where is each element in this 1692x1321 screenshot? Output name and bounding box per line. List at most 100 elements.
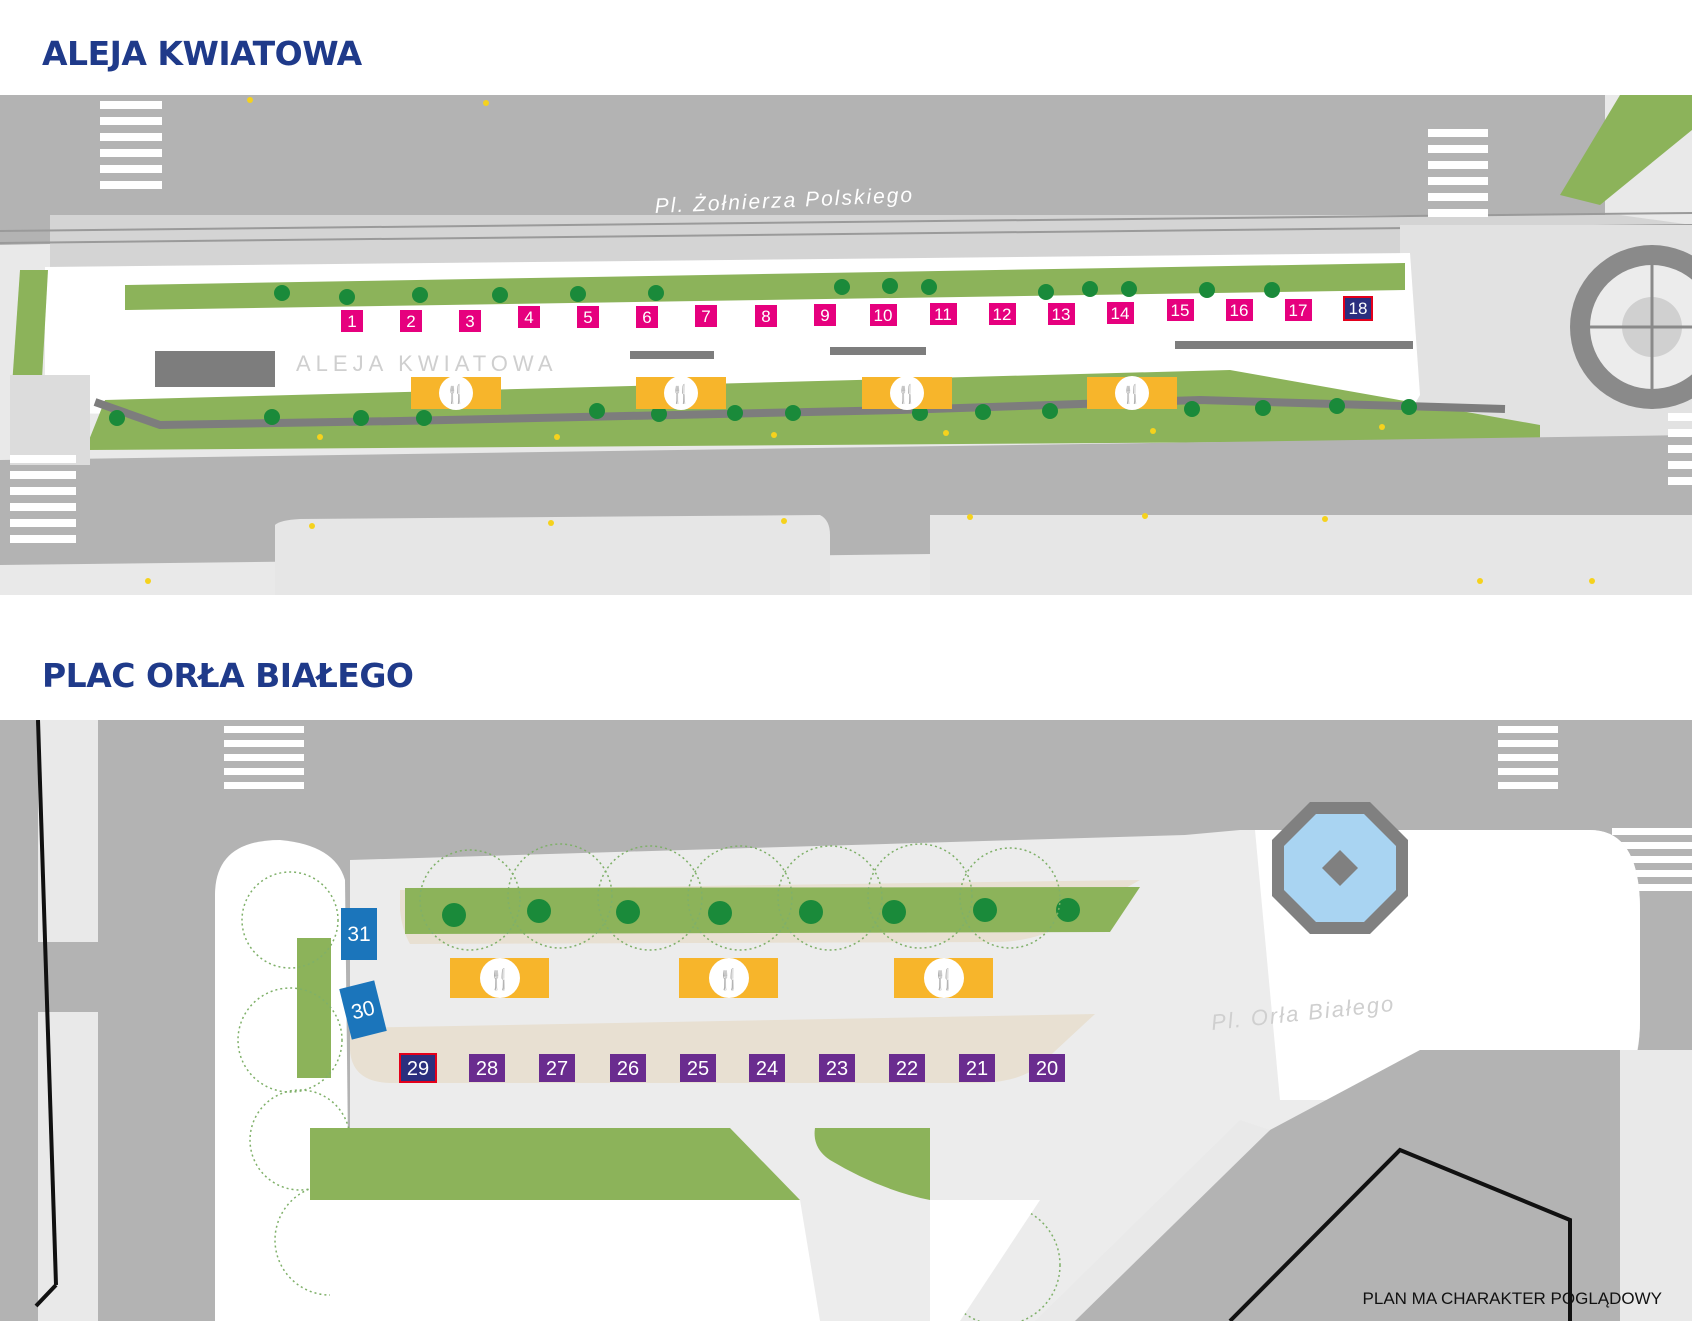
stall: 10 — [870, 304, 897, 326]
walkway-lower-right — [930, 1200, 1040, 1321]
tree-icon — [416, 410, 432, 426]
stall: 12 — [989, 303, 1016, 325]
svg-text:8: 8 — [761, 307, 770, 326]
road-diagonal — [1060, 1050, 1692, 1321]
svg-text:20: 20 — [1036, 1058, 1058, 1080]
green-island-left — [297, 938, 331, 1078]
boundary-line — [1228, 1147, 1572, 1321]
bench — [630, 351, 714, 359]
stall: 24 — [749, 1054, 785, 1082]
svg-text:10: 10 — [874, 306, 893, 325]
tree-icon — [1056, 898, 1080, 922]
food-zone: 🍴 — [450, 958, 549, 998]
stall: 8 — [755, 305, 777, 327]
crosswalk-top-left — [100, 101, 162, 189]
section-title-plac: PLAC ORŁA BIAŁEGO — [42, 656, 414, 695]
tree-icon — [785, 405, 801, 421]
tree-icon — [973, 898, 997, 922]
path-lower — [93, 395, 1506, 430]
svg-text:5: 5 — [583, 308, 592, 327]
food-icon: 🍴 — [488, 967, 513, 991]
stall: 9 — [814, 304, 836, 326]
svg-text:4: 4 — [524, 308, 533, 327]
tree-icon — [274, 285, 290, 301]
crosswalk-bottom-left — [10, 455, 76, 543]
tree-icon — [1199, 282, 1215, 298]
stall-blue: 31 — [341, 908, 377, 960]
food-icon: 🍴 — [445, 383, 467, 405]
crosswalk-right — [1668, 413, 1692, 485]
tram-line — [0, 212, 1692, 232]
sidewalk-right — [1620, 1050, 1692, 1321]
svg-text:29: 29 — [407, 1058, 429, 1080]
tree-icon — [1121, 281, 1137, 297]
tree-icon — [339, 289, 355, 305]
stall: 25 — [680, 1054, 716, 1082]
crosswalk-right — [1612, 828, 1692, 891]
stall: 28 — [469, 1054, 505, 1082]
trees-upper — [442, 898, 1080, 927]
crossing-left — [38, 942, 110, 1012]
sidewalk-bottom-2 — [930, 515, 1692, 595]
tree-icon — [921, 279, 937, 295]
tree-icon — [412, 287, 428, 303]
tree-icon — [264, 409, 280, 425]
food-icon: 🍴 — [932, 967, 957, 991]
tree-icon — [1184, 401, 1200, 417]
food-zone: 🍴 — [636, 376, 726, 410]
stall: 13 — [1048, 303, 1075, 325]
stall: 22 — [889, 1054, 925, 1082]
food-zone: 🍴 — [1087, 376, 1177, 410]
svg-text:14: 14 — [1111, 304, 1130, 323]
lamp-dots — [145, 97, 1595, 584]
stall: 1 — [341, 310, 363, 332]
svg-text:24: 24 — [756, 1058, 778, 1080]
tree-icon — [589, 403, 605, 419]
tree-icon — [882, 900, 906, 924]
tree-icon — [708, 901, 732, 925]
food-zone: 🍴 — [411, 376, 501, 410]
tree-icon — [727, 405, 743, 421]
svg-text:22: 22 — [896, 1058, 918, 1080]
svg-text:12: 12 — [993, 305, 1012, 324]
stall: 16 — [1226, 299, 1253, 321]
tree-icon — [882, 278, 898, 294]
stall: 14 — [1107, 302, 1134, 324]
svg-text:25: 25 — [687, 1058, 709, 1080]
stall: 3 — [459, 310, 481, 332]
tree-icon — [1329, 398, 1345, 414]
map-aleja-kwiatowa: Pl. Żołnierza Polskiego ALEJA KWIATOWA — [0, 95, 1692, 595]
stall-highlighted: 29 — [399, 1053, 437, 1083]
bench — [1175, 341, 1413, 349]
disclaimer-note: PLAN MA CHARAKTER POGLĄDOWY — [1362, 1289, 1662, 1308]
stall: 15 — [1167, 299, 1194, 321]
crosswalk-top-left — [224, 726, 304, 789]
green-lower-mid — [814, 1128, 930, 1200]
sidewalk-bottom-1 — [275, 515, 830, 595]
tree-icon — [1401, 399, 1417, 415]
svg-text:3: 3 — [465, 312, 474, 331]
section-title-aleja: ALEJA KWIATOWA — [42, 34, 362, 73]
tree-icon — [648, 285, 664, 301]
trees-upper — [274, 278, 1280, 305]
tree-icon — [1038, 284, 1054, 300]
corner-block — [10, 375, 90, 465]
tree-icon — [1042, 403, 1058, 419]
stall: 17 — [1285, 299, 1312, 321]
svg-text:17: 17 — [1289, 301, 1308, 320]
food-icon: 🍴 — [1121, 383, 1143, 405]
tree-icon — [651, 406, 667, 422]
svg-text:13: 13 — [1052, 305, 1071, 324]
pavilion — [155, 351, 275, 387]
food-icon: 🍴 — [896, 383, 918, 405]
walkway-lower — [330, 1200, 820, 1321]
food-zone: 🍴 — [679, 958, 778, 998]
stall: 26 — [610, 1054, 646, 1082]
tree-icon — [442, 903, 466, 927]
trees-lower — [109, 398, 1417, 426]
food-icon: 🍴 — [717, 967, 742, 991]
stall: 21 — [959, 1054, 995, 1082]
svg-text:26: 26 — [617, 1058, 639, 1080]
stall: 27 — [539, 1054, 575, 1082]
stall-blue: 30 — [339, 980, 387, 1040]
